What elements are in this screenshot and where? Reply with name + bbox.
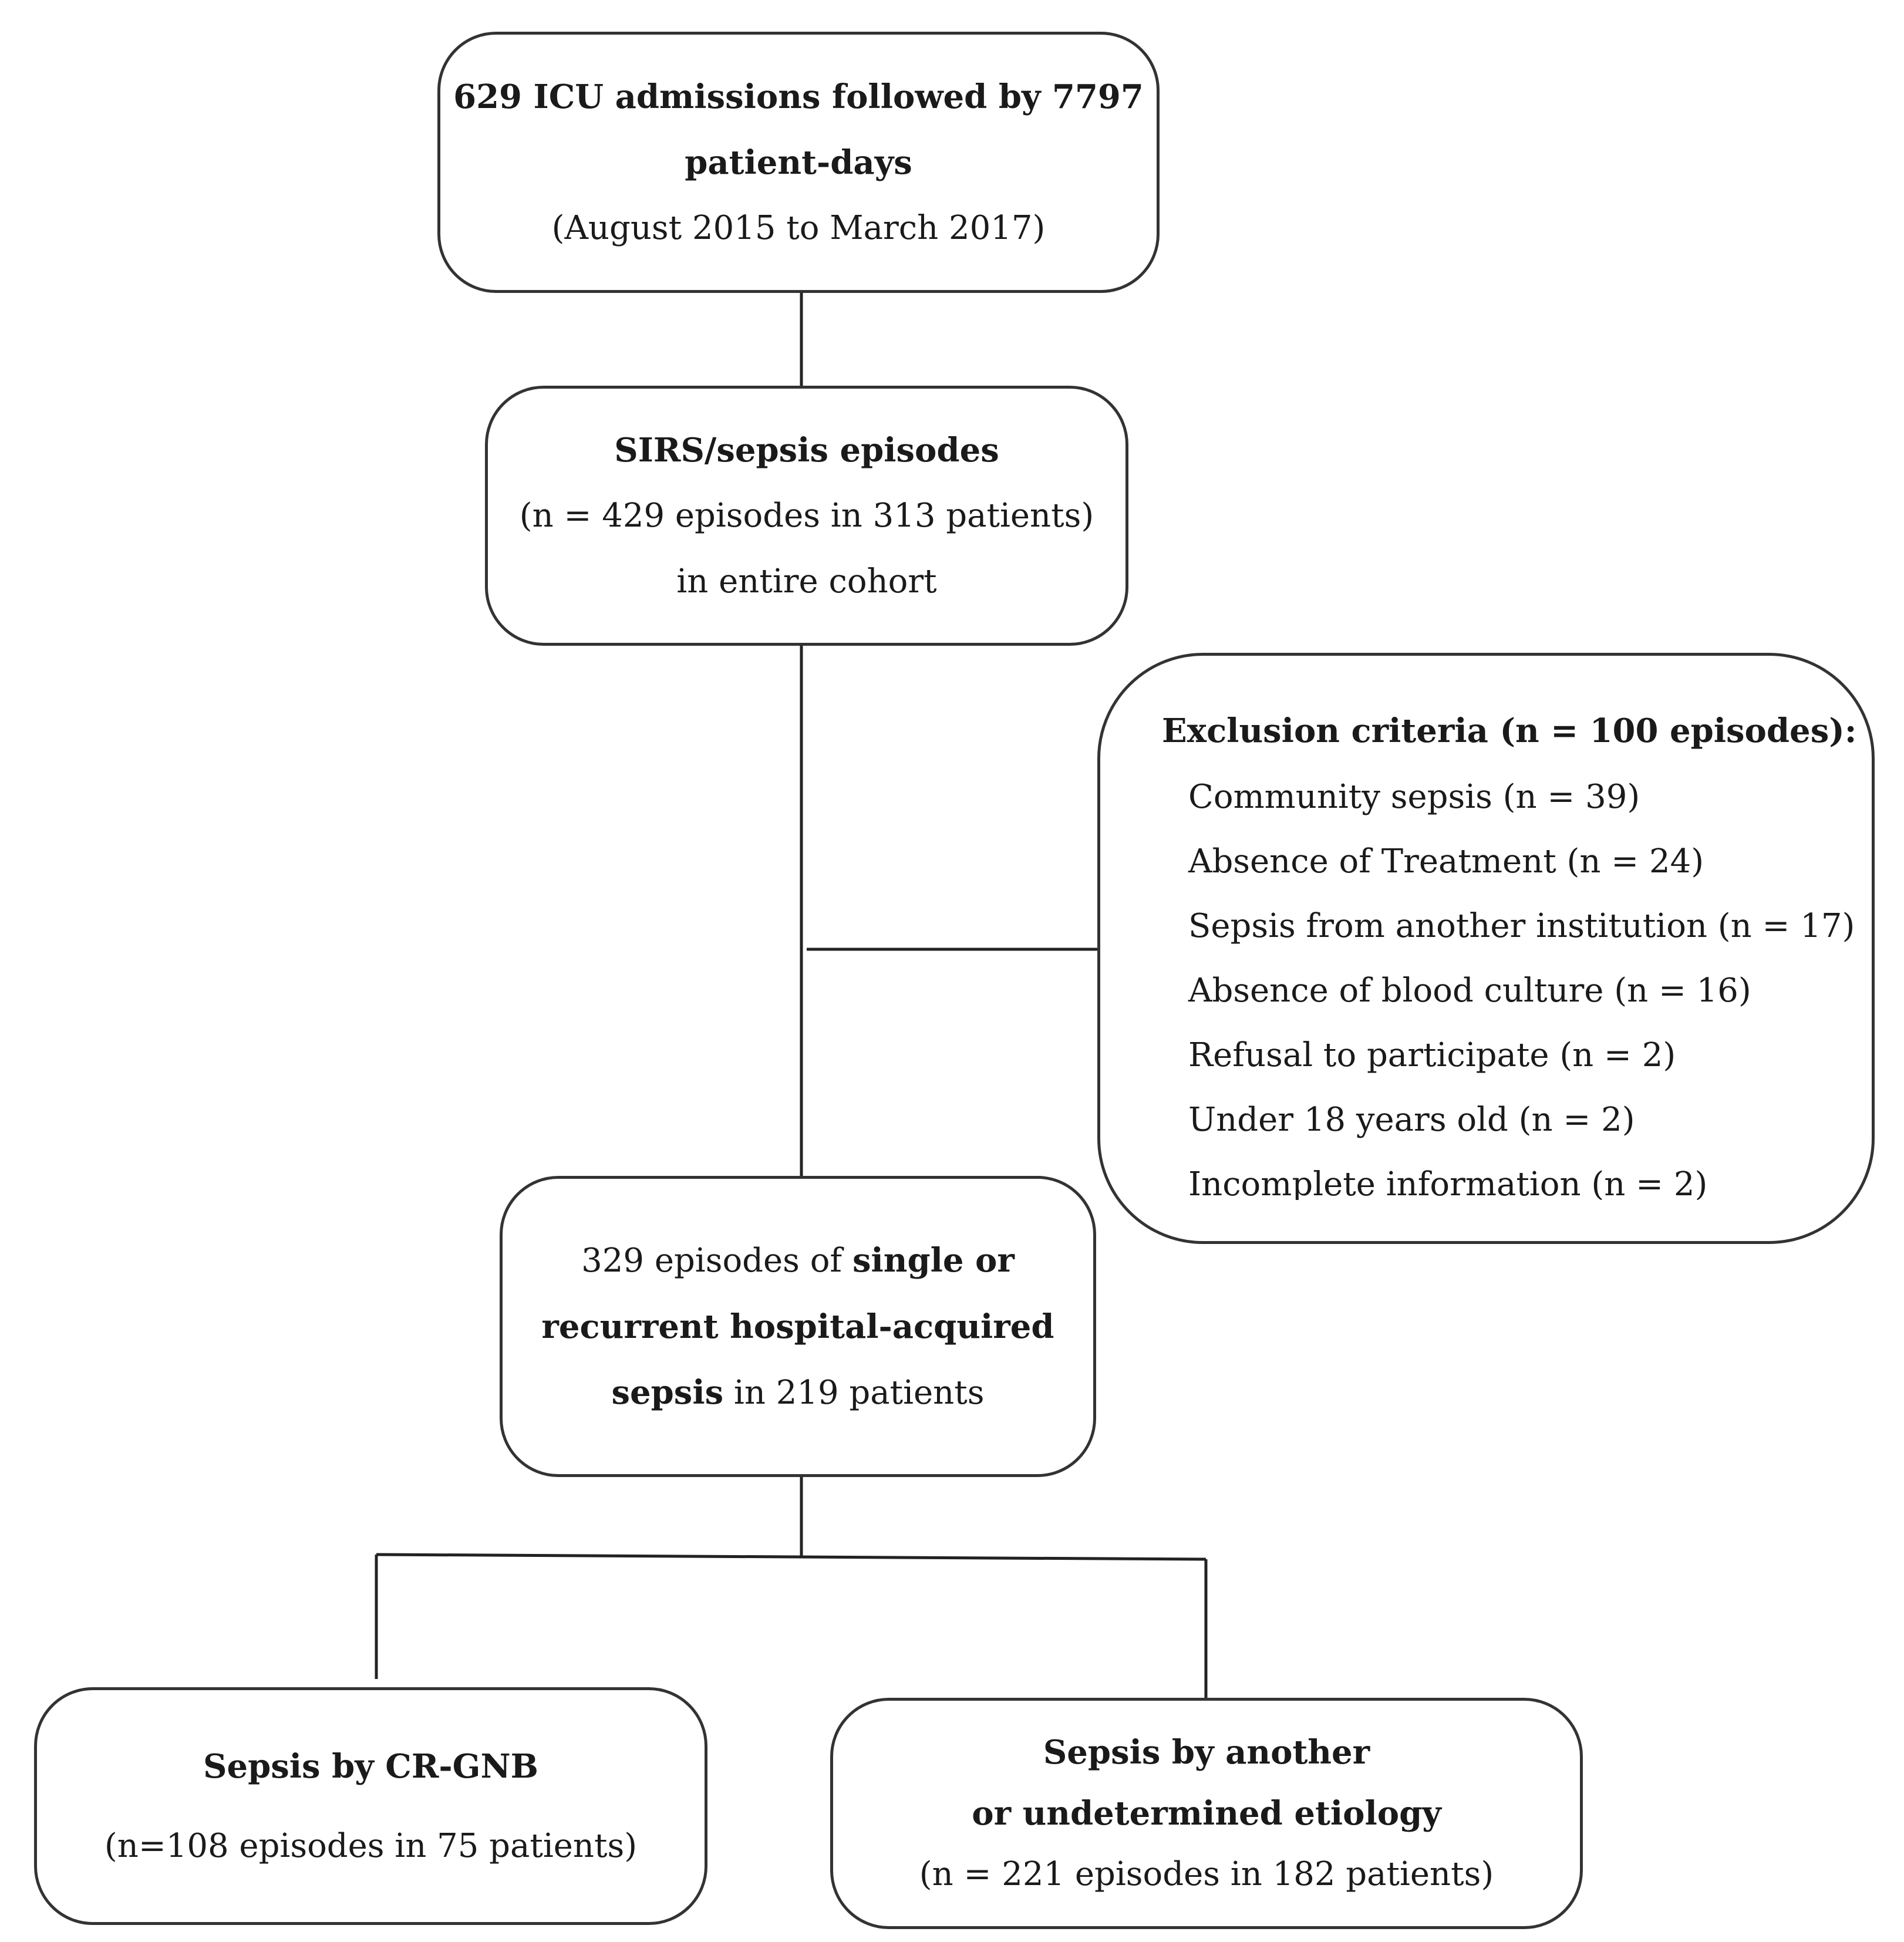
crgnb-title: Sepsis by CR-GNB	[203, 1747, 538, 1786]
exclusion-title: Exclusion criteria (n = 100 episodes):	[1162, 712, 1857, 750]
cr-gnb-sepsis-box: Sepsis by CR-GNB (n=108 episodes in 75 p…	[34, 1687, 707, 1925]
exclusion-item: Sepsis from another institution (n = 17)	[1188, 907, 1855, 945]
other-count: (n = 221 episodes in 182 patients)	[919, 1855, 1494, 1893]
hospital-line3-plain: in 219 patients	[723, 1373, 985, 1412]
connector-branch-horizontal	[376, 1553, 1207, 1561]
other-title-line1: Sepsis by another	[1043, 1733, 1370, 1772]
exclusion-item: Absence of blood culture (n = 16)	[1188, 972, 1751, 1010]
hospital-line2: recurrent hospital-acquired	[541, 1307, 1054, 1346]
other-title-line2: or undetermined etiology	[972, 1794, 1441, 1833]
admissions-line2: patient-days	[685, 143, 912, 182]
exclusion-item: Refusal to participate (n = 2)	[1188, 1036, 1676, 1074]
hospital-line3-bold: sepsis	[611, 1373, 724, 1412]
exclusion-item: Community sepsis (n = 39)	[1188, 778, 1640, 816]
sirs-title: SIRS/sepsis episodes	[614, 430, 999, 470]
sirs-count: (n = 429 episodes in 313 patients)	[519, 496, 1094, 535]
hospital-acquired-sepsis-box: 329 episodes of single or recurrent hosp…	[500, 1176, 1096, 1477]
crgnb-count: (n=108 episodes in 75 patients)	[104, 1826, 638, 1865]
hospital-line1-bold: single or	[852, 1240, 1015, 1280]
other-etiology-sepsis-box: Sepsis by another or undetermined etiolo…	[830, 1698, 1583, 1929]
exclusion-list: Community sepsis (n = 39) Absence of Tre…	[1162, 765, 1855, 1200]
exclusion-item: Under 18 years old (n = 2)	[1188, 1101, 1635, 1139]
admissions-box: 629 ICU admissions followed by 7797 pati…	[437, 32, 1160, 293]
hospital-line1: 329 episodes of single or	[581, 1228, 1015, 1294]
hospital-line1-plain: 329 episodes of	[581, 1241, 852, 1280]
exclusion-item: Absence of Treatment (n = 24)	[1188, 842, 1704, 881]
sirs-scope: in entire cohort	[676, 562, 937, 601]
sirs-sepsis-box: SIRS/sepsis episodes (n = 429 episodes i…	[485, 386, 1128, 646]
hospital-line3: sepsis in 219 patients	[611, 1360, 984, 1426]
admissions-line1: 629 ICU admissions followed by 7797	[453, 77, 1144, 116]
admissions-period: (August 2015 to March 2017)	[551, 208, 1046, 247]
exclusion-item: Incomplete information (n = 2)	[1188, 1165, 1708, 1200]
exclusion-criteria-box: Exclusion criteria (n = 100 episodes): C…	[1097, 653, 1875, 1244]
